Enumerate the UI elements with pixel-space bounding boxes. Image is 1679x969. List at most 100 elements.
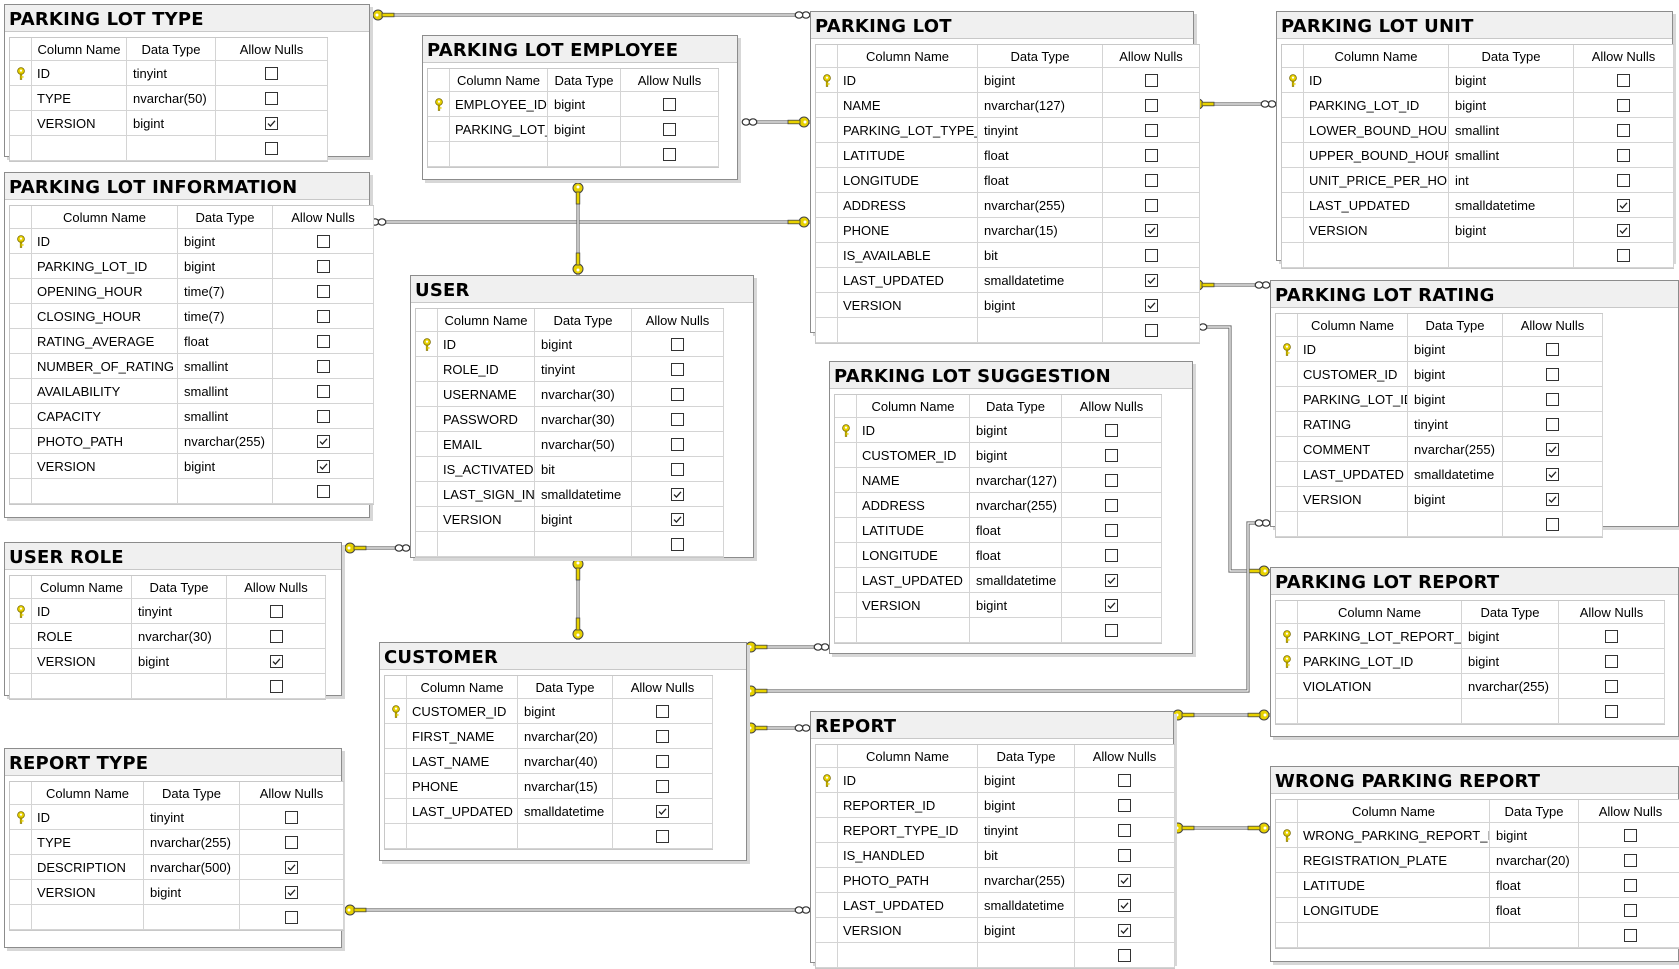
data-type-cell[interactable]: bigint <box>1449 218 1574 242</box>
column-name-cell[interactable]: LONGITUDE <box>838 168 978 192</box>
data-type-cell[interactable] <box>1490 923 1579 947</box>
allow-nulls-checkbox[interactable] <box>1617 73 1630 87</box>
row-selector[interactable] <box>10 304 32 328</box>
allow-nulls-cell[interactable] <box>1574 68 1674 92</box>
allow-nulls-cell[interactable] <box>1075 943 1175 967</box>
row-selector[interactable] <box>1276 873 1298 897</box>
row-selector[interactable] <box>10 254 32 278</box>
data-type-cell[interactable]: bigint <box>970 418 1062 442</box>
allow-nulls-checkbox[interactable] <box>1144 198 1158 212</box>
column-name-cell[interactable] <box>857 618 970 642</box>
row-selector[interactable] <box>1276 699 1298 723</box>
allow-nulls-checkbox[interactable] <box>316 359 330 373</box>
allow-nulls-checkbox[interactable] <box>671 337 684 351</box>
row-selector[interactable] <box>1282 243 1304 267</box>
column-name-cell[interactable]: PHONE <box>838 218 978 242</box>
data-type-cell[interactable]: bigint <box>970 443 1062 467</box>
column-name-cell[interactable]: PARKING_LOT_ID <box>32 254 178 278</box>
column-name-cell[interactable]: UPPER_BOUND_HOUR <box>1304 143 1449 167</box>
allow-nulls-cell[interactable] <box>227 599 326 623</box>
allow-nulls-cell[interactable] <box>1574 193 1674 217</box>
allow-nulls-checkbox[interactable] <box>1118 923 1131 937</box>
column-name-cell[interactable]: CAPACITY <box>32 404 178 428</box>
column-name-cell[interactable]: LATITUDE <box>1298 873 1490 897</box>
column-name-cell[interactable]: USERNAME <box>438 382 535 406</box>
data-type-cell[interactable]: bigint <box>1408 387 1503 411</box>
column-name-cell[interactable]: DESCRIPTION <box>32 855 144 879</box>
allow-nulls-cell[interactable] <box>613 799 713 823</box>
column-name-cell[interactable]: TYPE <box>32 830 144 854</box>
column-name-cell[interactable]: PARKING_LOT_ID <box>1298 649 1462 673</box>
column-name-cell[interactable]: VERSION <box>857 593 970 617</box>
column-name-cell[interactable]: ADDRESS <box>857 493 970 517</box>
data-type-cell[interactable]: nvarchar(255) <box>978 193 1103 217</box>
data-type-cell[interactable] <box>1408 512 1503 536</box>
data-type-cell[interactable]: nvarchar(40) <box>518 749 613 773</box>
allow-nulls-checkbox[interactable] <box>1546 442 1559 456</box>
data-type-cell[interactable]: nvarchar(50) <box>535 432 632 456</box>
allow-nulls-checkbox[interactable] <box>1118 948 1131 962</box>
allow-nulls-checkbox[interactable] <box>1546 417 1559 431</box>
allow-nulls-checkbox[interactable] <box>1144 148 1158 162</box>
row-selector[interactable] <box>1282 218 1304 242</box>
allow-nulls-checkbox[interactable] <box>671 362 684 376</box>
allow-nulls-checkbox[interactable] <box>269 679 283 693</box>
row-selector[interactable] <box>10 136 32 160</box>
data-type-cell[interactable] <box>518 824 613 848</box>
allow-nulls-checkbox[interactable] <box>1546 392 1559 406</box>
allow-nulls-checkbox[interactable] <box>1617 173 1630 187</box>
column-name-cell[interactable]: LATITUDE <box>838 143 978 167</box>
data-type-cell[interactable]: bigint <box>1408 487 1503 511</box>
allow-nulls-cell[interactable] <box>1503 462 1603 486</box>
allow-nulls-cell[interactable] <box>1062 493 1162 517</box>
data-type-cell[interactable]: nvarchar(127) <box>978 93 1103 117</box>
allow-nulls-checkbox[interactable] <box>269 654 283 668</box>
column-name-cell[interactable]: ID <box>1298 337 1408 361</box>
allow-nulls-cell[interactable] <box>273 429 374 453</box>
column-name-cell[interactable]: REPORTER_ID <box>838 793 978 817</box>
data-type-cell[interactable]: tinyint <box>132 599 227 623</box>
allow-nulls-cell[interactable] <box>240 880 344 904</box>
allow-nulls-checkbox[interactable] <box>265 91 278 105</box>
row-selector[interactable] <box>10 61 32 85</box>
column-name-cell[interactable] <box>1298 699 1462 723</box>
column-name-cell[interactable]: CUSTOMER_ID <box>1298 362 1408 386</box>
allow-nulls-cell[interactable] <box>632 332 724 356</box>
allow-nulls-cell[interactable] <box>216 86 328 110</box>
allow-nulls-checkbox[interactable] <box>1617 148 1630 162</box>
table-row[interactable] <box>1282 243 1674 268</box>
row-selector[interactable] <box>10 599 32 623</box>
row-selector[interactable] <box>835 593 857 617</box>
column-name-cell[interactable]: NAME <box>838 93 978 117</box>
row-selector[interactable] <box>10 880 32 904</box>
data-type-cell[interactable]: bigint <box>178 254 273 278</box>
allow-nulls-checkbox[interactable] <box>671 512 684 526</box>
column-name-cell[interactable] <box>32 136 127 160</box>
column-name-cell[interactable]: ID <box>438 332 535 356</box>
column-name-cell[interactable]: LAST_SIGN_IN <box>438 482 535 506</box>
allow-nulls-checkbox[interactable] <box>1546 467 1559 481</box>
allow-nulls-checkbox[interactable] <box>1105 448 1118 462</box>
row-selector[interactable] <box>10 354 32 378</box>
data-type-cell[interactable]: time(7) <box>178 279 273 303</box>
allow-nulls-cell[interactable] <box>632 432 724 456</box>
table-row[interactable] <box>416 532 724 557</box>
allow-nulls-checkbox[interactable] <box>316 459 330 473</box>
